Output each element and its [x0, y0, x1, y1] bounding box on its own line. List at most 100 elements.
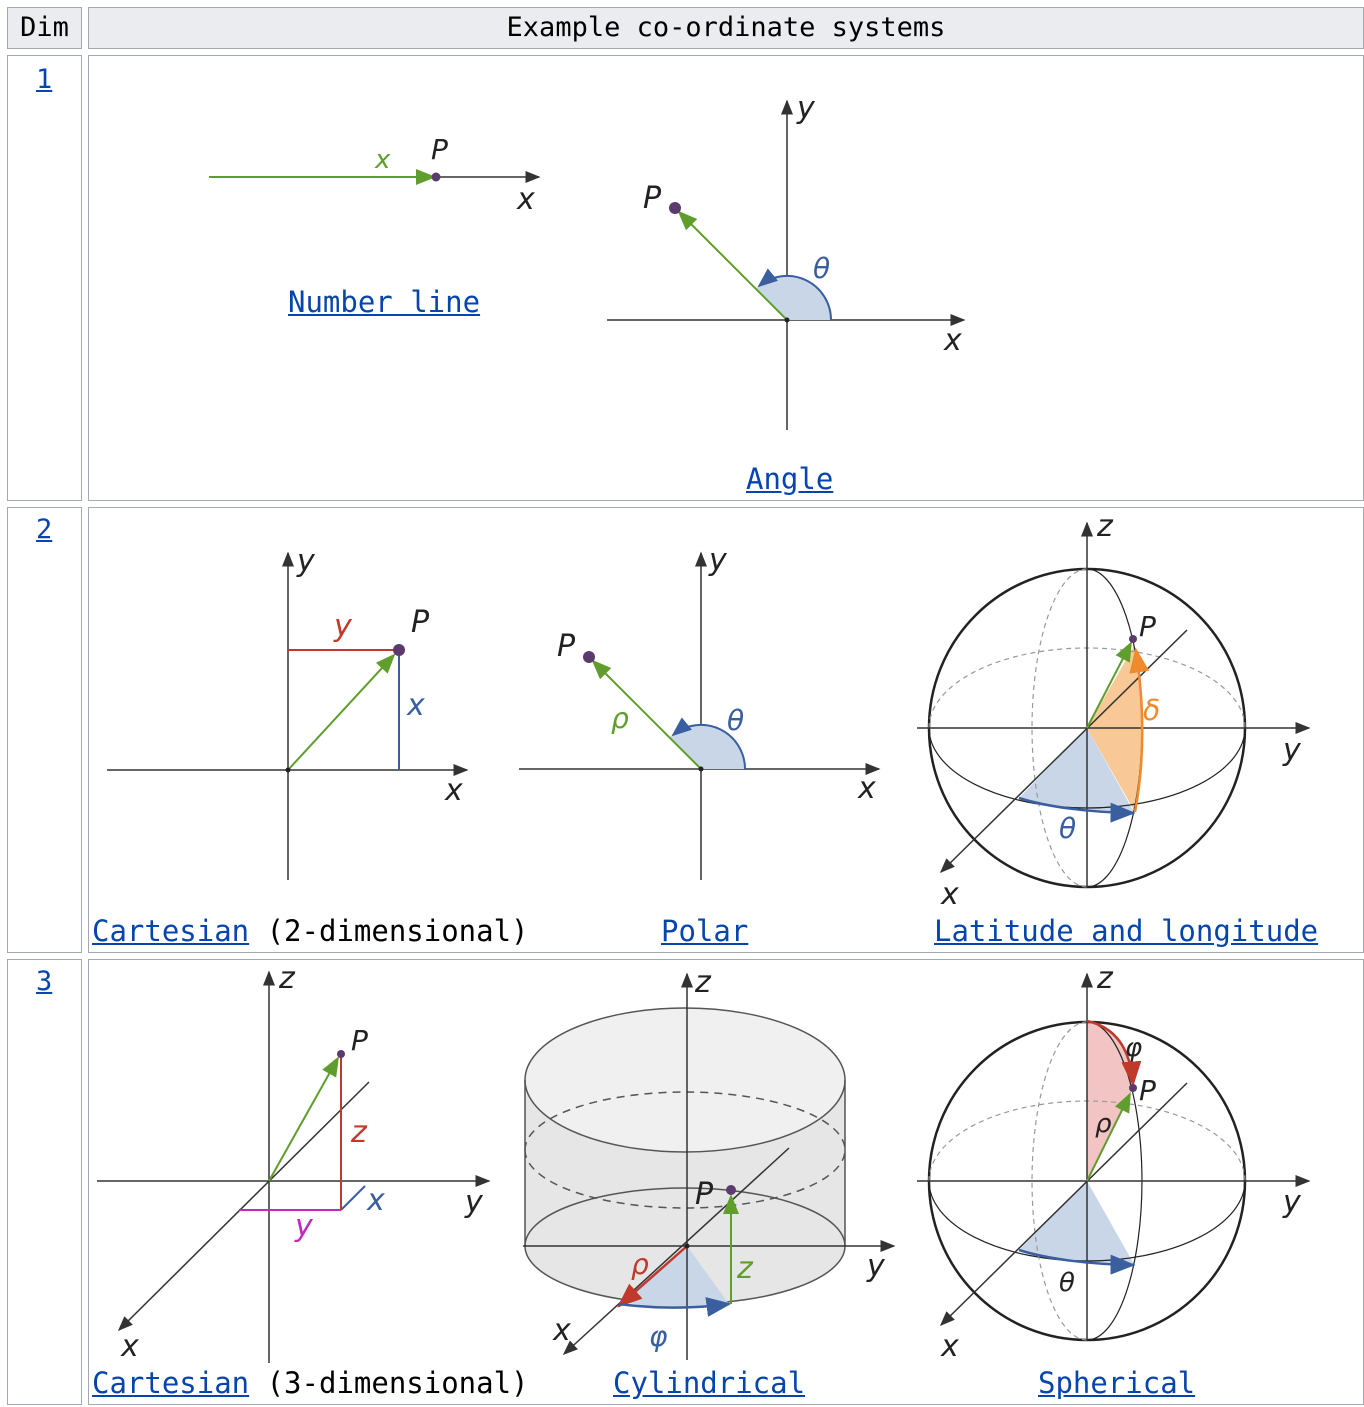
mid-ellipse-front — [524, 1149, 846, 1209]
longitude-arc — [1018, 796, 1136, 823]
cartesian-2d-diagram: y y P x x — [107, 544, 469, 880]
label-theta: θ — [1059, 812, 1076, 845]
polar-diagram: y P ρ θ x — [519, 543, 881, 880]
polar-caption: Polar — [661, 914, 748, 948]
rho-vector — [617, 1245, 688, 1308]
x-axis-line — [562, 1147, 790, 1356]
label-y-axis: y — [296, 544, 316, 579]
mid-ellipse-back — [524, 1091, 846, 1151]
origin-dot — [684, 1243, 690, 1249]
label-theta: θ — [727, 704, 744, 737]
point-p — [726, 1185, 736, 1195]
radius-vector — [1086, 641, 1132, 729]
cartesian-3d-caption: Cartesian (3-dimensional) — [92, 1366, 529, 1400]
point-p — [1129, 1084, 1137, 1092]
angle-diagram: y P θ x — [607, 91, 966, 430]
radius-vector — [677, 210, 788, 321]
label-x-axis: x — [120, 1329, 139, 1364]
label-y: y — [708, 543, 728, 578]
label-z-component: z — [736, 1251, 754, 1286]
cartesian-2d-suffix: (2-dimensional) — [249, 914, 529, 948]
label-p: P — [1139, 610, 1156, 643]
azimuth-wedge — [619, 1246, 729, 1307]
x-component-line — [340, 1185, 366, 1211]
label-y-component: y — [333, 609, 353, 644]
label-y: y — [866, 1249, 886, 1284]
point-p — [393, 644, 405, 656]
row-2-diagrams: y y P x x y P ρ θ x — [107, 509, 1311, 912]
polar-angle-arc — [1086, 1019, 1142, 1087]
row-1-systems-cell: x P x y P θ x Number line An — [88, 55, 1364, 501]
row-3-diagrams: z P z x y y x — [97, 961, 1311, 1364]
label-rho: ρ — [631, 1248, 649, 1281]
label-x: x — [857, 771, 876, 806]
label-x: x — [552, 1313, 571, 1348]
origin-dot — [698, 766, 704, 772]
label-x-axis: x — [516, 182, 535, 217]
polar-link[interactable]: Polar — [661, 914, 749, 948]
label-x-axis: x — [444, 773, 463, 808]
angle-link[interactable]: Angle — [746, 462, 834, 496]
label-z-axis: z — [694, 965, 712, 1000]
label-p: P — [643, 181, 662, 216]
x-axis-line — [117, 1081, 370, 1332]
latitude-longitude-link[interactable]: Latitude and longitude — [934, 914, 1319, 948]
point-p — [337, 1050, 345, 1058]
origin-dot — [784, 317, 790, 323]
label-x-var: x — [374, 145, 391, 175]
label-phi: φ — [649, 1320, 668, 1353]
label-y-component: y — [294, 1209, 314, 1244]
label-p: P — [351, 1024, 368, 1057]
label-x: x — [940, 877, 959, 912]
header-dim: Dim — [7, 7, 82, 49]
angle-caption: Angle — [746, 462, 833, 496]
dim-3-link[interactable]: 3 — [36, 966, 53, 997]
number-line-caption: Number line — [288, 285, 480, 319]
label-y-axis: y — [464, 1185, 484, 1220]
cylindrical-link[interactable]: Cylindrical — [613, 1366, 806, 1400]
label-phi: φ — [1125, 1033, 1142, 1063]
label-p: P — [557, 629, 576, 664]
row-2-dim-cell: 2 — [7, 507, 82, 953]
label-x: x — [943, 323, 962, 358]
latitude-longitude-diagram: z P δ y θ x — [917, 509, 1311, 912]
spherical-link[interactable]: Spherical — [1038, 1366, 1196, 1400]
label-p: P — [1139, 1074, 1156, 1107]
angle-arc — [671, 717, 747, 770]
label-theta: θ — [813, 252, 830, 285]
dim-1-link[interactable]: 1 — [36, 64, 53, 95]
label-p: P — [411, 605, 430, 640]
rho-vector — [1086, 1092, 1131, 1182]
label-x: x — [940, 1329, 959, 1364]
row-3-systems-cell: z P z x y y x — [88, 959, 1364, 1405]
cylindrical-diagram: z P z y ρ φ x — [523, 965, 896, 1360]
label-rho: ρ — [1095, 1109, 1112, 1139]
cartesian-2d-caption: Cartesian (2-dimensional) — [92, 914, 529, 948]
point-p — [583, 651, 595, 663]
latitude-arc — [1129, 647, 1150, 813]
row-2-systems-cell: y y P x x y P ρ θ x — [88, 507, 1364, 953]
azimuth-arc — [618, 1297, 732, 1317]
angle-arc — [757, 268, 833, 321]
cartesian-3d-suffix: (3-dimensional) — [249, 1366, 529, 1400]
label-y: y — [1282, 1185, 1302, 1220]
label-x-component: x — [406, 688, 425, 723]
row-1-diagrams: x P x y P θ x — [209, 91, 966, 430]
origin-dot — [285, 767, 291, 773]
label-y: y — [1282, 733, 1302, 768]
cartesian-3d-diagram: z P z x y y x — [97, 961, 491, 1364]
label-theta: θ — [1059, 1268, 1075, 1298]
azimuth-wedge — [1019, 1181, 1135, 1266]
row-1-dim-cell: 1 — [7, 55, 82, 501]
dim-2-link[interactable]: 2 — [36, 514, 53, 545]
cartesian-3d-link[interactable]: Cartesian — [92, 1366, 250, 1400]
number-line-diagram: x P x — [209, 133, 541, 217]
cartesian-2d-link[interactable]: Cartesian — [92, 914, 250, 948]
spherical-diagram: z φ P ρ y θ x — [917, 961, 1311, 1364]
label-p: P — [431, 133, 448, 166]
number-line-link[interactable]: Number line — [288, 285, 481, 319]
radius-vector — [591, 659, 702, 770]
header-systems: Example co-ordinate systems — [88, 7, 1364, 49]
cylinder-top — [524, 1007, 846, 1153]
